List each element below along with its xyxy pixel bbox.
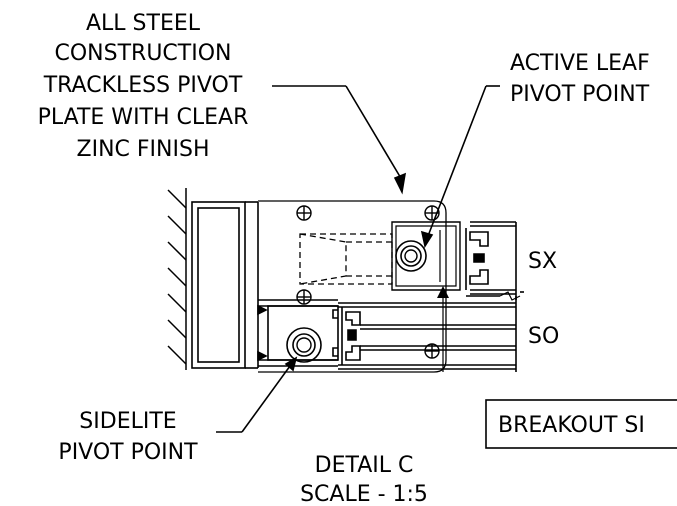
detail-scale: SCALE - 1:5 (300, 482, 428, 506)
wall-hatch (167, 188, 187, 370)
screw-icon (296, 289, 312, 305)
active-leaf-label: ACTIVE LEAF PIVOT POINT (510, 51, 650, 107)
screw-icon (296, 205, 312, 221)
sidelite-label: SIDELITE PIVOT POINT (58, 409, 198, 465)
pivot-plate-line-2: CONSTRUCTION (55, 41, 232, 66)
pivot-plate-label: ALL STEEL CONSTRUCTION TRACKLESS PIVOT P… (38, 11, 249, 162)
detail-title: DETAIL C (315, 453, 414, 478)
screws (296, 205, 440, 359)
so-rail (338, 296, 517, 372)
sidelite-rail (257, 299, 339, 367)
so-label: SO (528, 324, 559, 349)
leader-lines (216, 85, 500, 433)
pivot-plate-line-3: TRACKLESS PIVOT (43, 73, 243, 98)
detail-label: DETAIL C SCALE - 1:5 (300, 453, 428, 506)
sidelite-pivot-pin (286, 327, 322, 363)
active-pivot-arm (299, 221, 461, 372)
sidelite-line-2: PIVOT POINT (58, 440, 198, 465)
pivot-plate-line-1: ALL STEEL (86, 11, 201, 36)
active-leaf-line-2: PIVOT POINT (510, 82, 650, 107)
pivot-plate-line-5: ZINC FINISH (77, 137, 210, 162)
pivot-plate-line-4: PLATE WITH CLEAR (38, 105, 249, 130)
jamb-frame (191, 201, 259, 369)
breakout-box (485, 399, 677, 449)
active-leaf-line-1: ACTIVE LEAF (510, 51, 650, 76)
sx-label: SX (528, 249, 557, 274)
sidelite-line-1: SIDELITE (79, 409, 176, 434)
screw-icon (424, 343, 440, 359)
sx-rail (465, 221, 524, 301)
breakout-label: BREAKOUT SI (498, 413, 645, 438)
